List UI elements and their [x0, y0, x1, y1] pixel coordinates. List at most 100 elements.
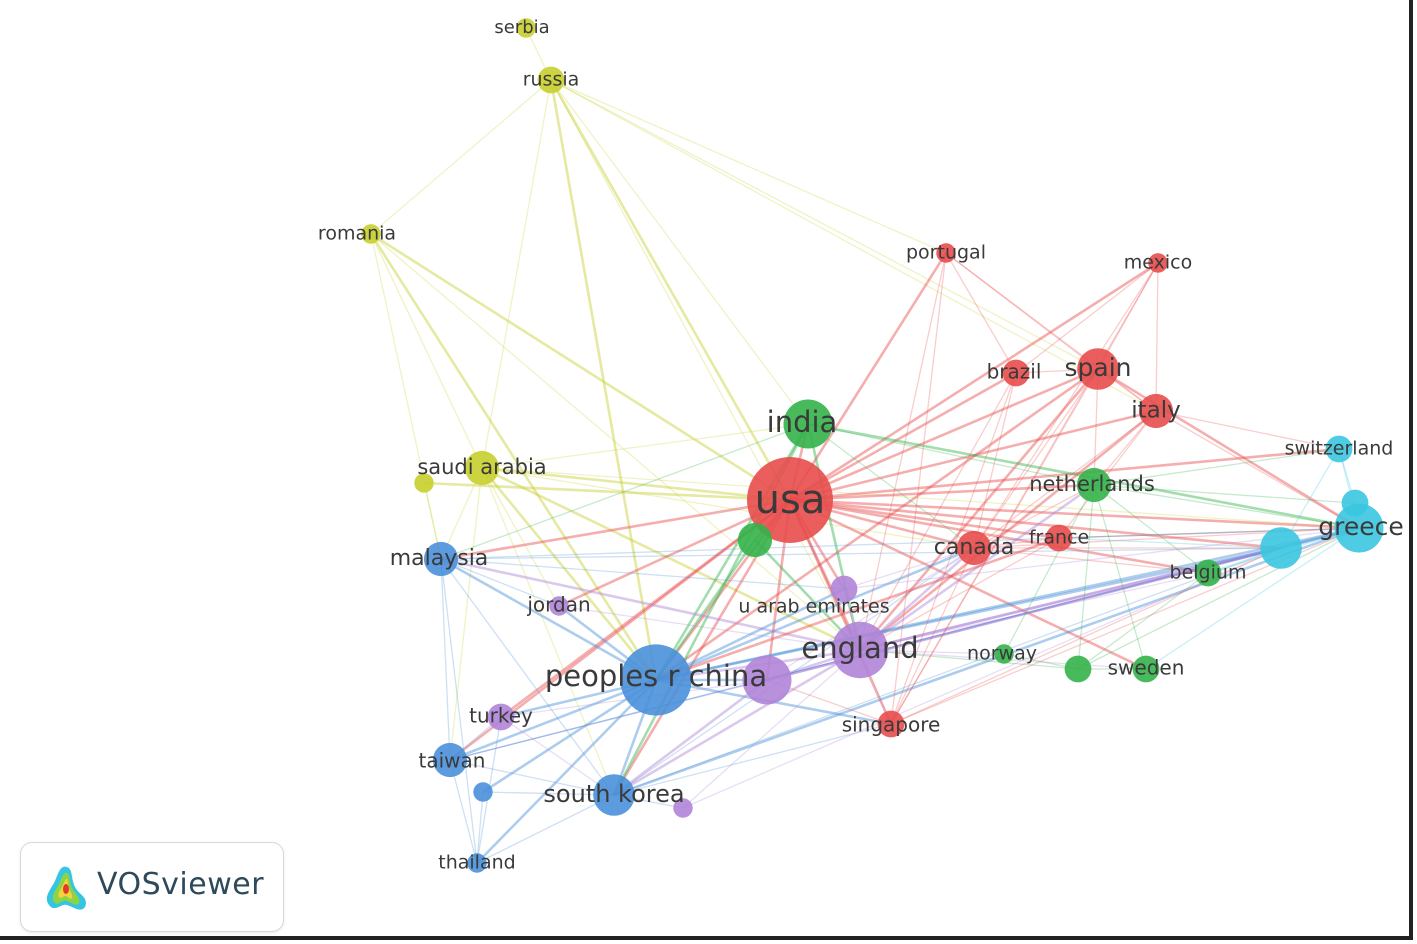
- node-saudi-arabia[interactable]: [464, 450, 500, 486]
- node-thailand[interactable]: [467, 853, 487, 873]
- node-india[interactable]: [783, 399, 833, 449]
- link-canada-belgium: [973, 547, 1209, 574]
- label-england: england: [801, 631, 918, 665]
- link-saudi_arabia-india: [481, 423, 809, 469]
- link-italy-canada: [973, 410, 1157, 549]
- node-greece[interactable]: [1334, 503, 1384, 553]
- node-south-korea[interactable]: [593, 774, 635, 816]
- node-turkey[interactable]: [487, 703, 515, 731]
- link-romania-malaysia: [370, 233, 442, 560]
- label-taiwan: taiwan: [419, 749, 486, 773]
- link-romania-saudi_arabia: [370, 233, 483, 469]
- link-malaysia-cyan_b: [440, 547, 1282, 560]
- link-romania-peoples_r_china: [369, 233, 658, 681]
- node-netherlands[interactable]: [1076, 467, 1112, 503]
- link-england-netherlands: [859, 483, 1095, 652]
- node-spain[interactable]: [1077, 348, 1119, 390]
- link-russia-england: [550, 79, 861, 651]
- node-belgium[interactable]: [1194, 559, 1222, 587]
- label-brazil: brazil: [987, 360, 1042, 384]
- link-saudi_arabia-taiwan: [449, 467, 483, 761]
- node-serbia[interactable]: [516, 18, 536, 38]
- label-russia: russia: [523, 69, 580, 91]
- node-italy[interactable]: [1138, 393, 1174, 429]
- label-serbia: serbia: [494, 17, 549, 38]
- node-brazil[interactable]: [1002, 359, 1030, 387]
- link-netherlands-sweden: [1093, 484, 1147, 670]
- node-malaysia[interactable]: [423, 541, 459, 577]
- link-saudi_arabia-greece: [481, 467, 1360, 529]
- node-green-mid[interactable]: [1064, 655, 1092, 683]
- node-jordan[interactable]: [549, 596, 569, 616]
- link-portugal-england: [859, 252, 947, 651]
- link-england-belgium: [859, 572, 1209, 651]
- node-usa[interactable]: [747, 457, 833, 543]
- node-england[interactable]: [831, 621, 889, 679]
- node-singapore[interactable]: [877, 710, 905, 738]
- link-france-peoples_r_china: [655, 536, 1060, 682]
- vosviewer-logo-icon: [46, 866, 86, 910]
- link-spain-singapore: [890, 368, 1099, 725]
- link-peoples_r_china-taiwan: [449, 678, 657, 762]
- link-purple_china-canada: [766, 547, 975, 681]
- link-portugal-brazil: [945, 252, 1017, 374]
- link-malaysia-thailand: [440, 558, 478, 864]
- node-romania[interactable]: [361, 224, 381, 244]
- node-peoples-r-china[interactable]: [620, 644, 692, 716]
- node-blue-small[interactable]: [473, 782, 493, 802]
- label-saudi-arabia: saudi arabia: [417, 455, 546, 479]
- label-greece: greece: [1318, 512, 1404, 541]
- link-mexico-canada: [973, 262, 1159, 549]
- link-purple_china-taiwan: [449, 679, 768, 761]
- link-portugal-usa: [788, 252, 948, 501]
- link-netherlands-cyan_a: [1093, 484, 1356, 504]
- node-portugal[interactable]: [936, 243, 956, 263]
- link-purple_china-south_korea: [613, 678, 768, 797]
- link-saudi_arabia-canada: [481, 467, 975, 549]
- link-india-canada: [807, 423, 975, 549]
- link-u_arab_emirates-canada: [843, 547, 975, 590]
- link-russia-portugal: [550, 79, 947, 254]
- label-peoples-r-china: peoples r china: [545, 659, 767, 693]
- link-portugal-singapore: [890, 252, 947, 725]
- node-taiwan[interactable]: [432, 742, 468, 778]
- link-south_korea-singapore: [613, 723, 892, 796]
- link-usa-belgium: [789, 498, 1209, 575]
- link-russia-italy: [550, 79, 1157, 412]
- node-canada[interactable]: [956, 530, 992, 566]
- link-saudi_arabia-south_korea: [481, 467, 615, 796]
- node-yellow-small[interactable]: [414, 473, 434, 493]
- node-sweden[interactable]: [1132, 655, 1160, 683]
- node-purple-small[interactable]: [673, 798, 693, 818]
- node-switzerland[interactable]: [1325, 435, 1353, 463]
- node-purple-china[interactable]: [742, 655, 792, 705]
- link-brazil-singapore: [890, 372, 1017, 725]
- node-norway[interactable]: [994, 644, 1014, 664]
- node-france[interactable]: [1045, 524, 1073, 552]
- link-taiwan-thailand: [449, 759, 478, 864]
- link-netherlands-green_mid: [1077, 484, 1095, 670]
- link-romania-england: [370, 233, 861, 651]
- link-russia-spain: [550, 79, 1099, 370]
- link-france-england: [859, 537, 1060, 651]
- node-cyan-a[interactable]: [1341, 489, 1369, 517]
- link-spain-canada: [973, 368, 1099, 549]
- node-russia[interactable]: [537, 66, 565, 94]
- link-purple_small-cyan_b: [682, 547, 1282, 809]
- link-netherlands-switzerland: [1093, 448, 1340, 486]
- link-greece-sweden: [1145, 527, 1360, 670]
- link-thailand-blue_small: [476, 791, 484, 864]
- link-mexico-usa: [789, 261, 1159, 502]
- label-belgium: belgium: [1170, 562, 1247, 584]
- link-england-malaysia: [440, 557, 861, 652]
- node-mexico[interactable]: [1148, 253, 1168, 273]
- label-canada: canada: [934, 535, 1014, 560]
- node-u-arab-emirates[interactable]: [830, 575, 858, 603]
- node-cyan-b[interactable]: [1260, 527, 1302, 569]
- link-brazil-canada: [973, 372, 1017, 549]
- link-usa-netherlands: [789, 483, 1095, 502]
- link-italy-france: [1058, 410, 1157, 539]
- node-green-small[interactable]: [737, 522, 773, 558]
- link-netherlands-greece: [1093, 484, 1360, 529]
